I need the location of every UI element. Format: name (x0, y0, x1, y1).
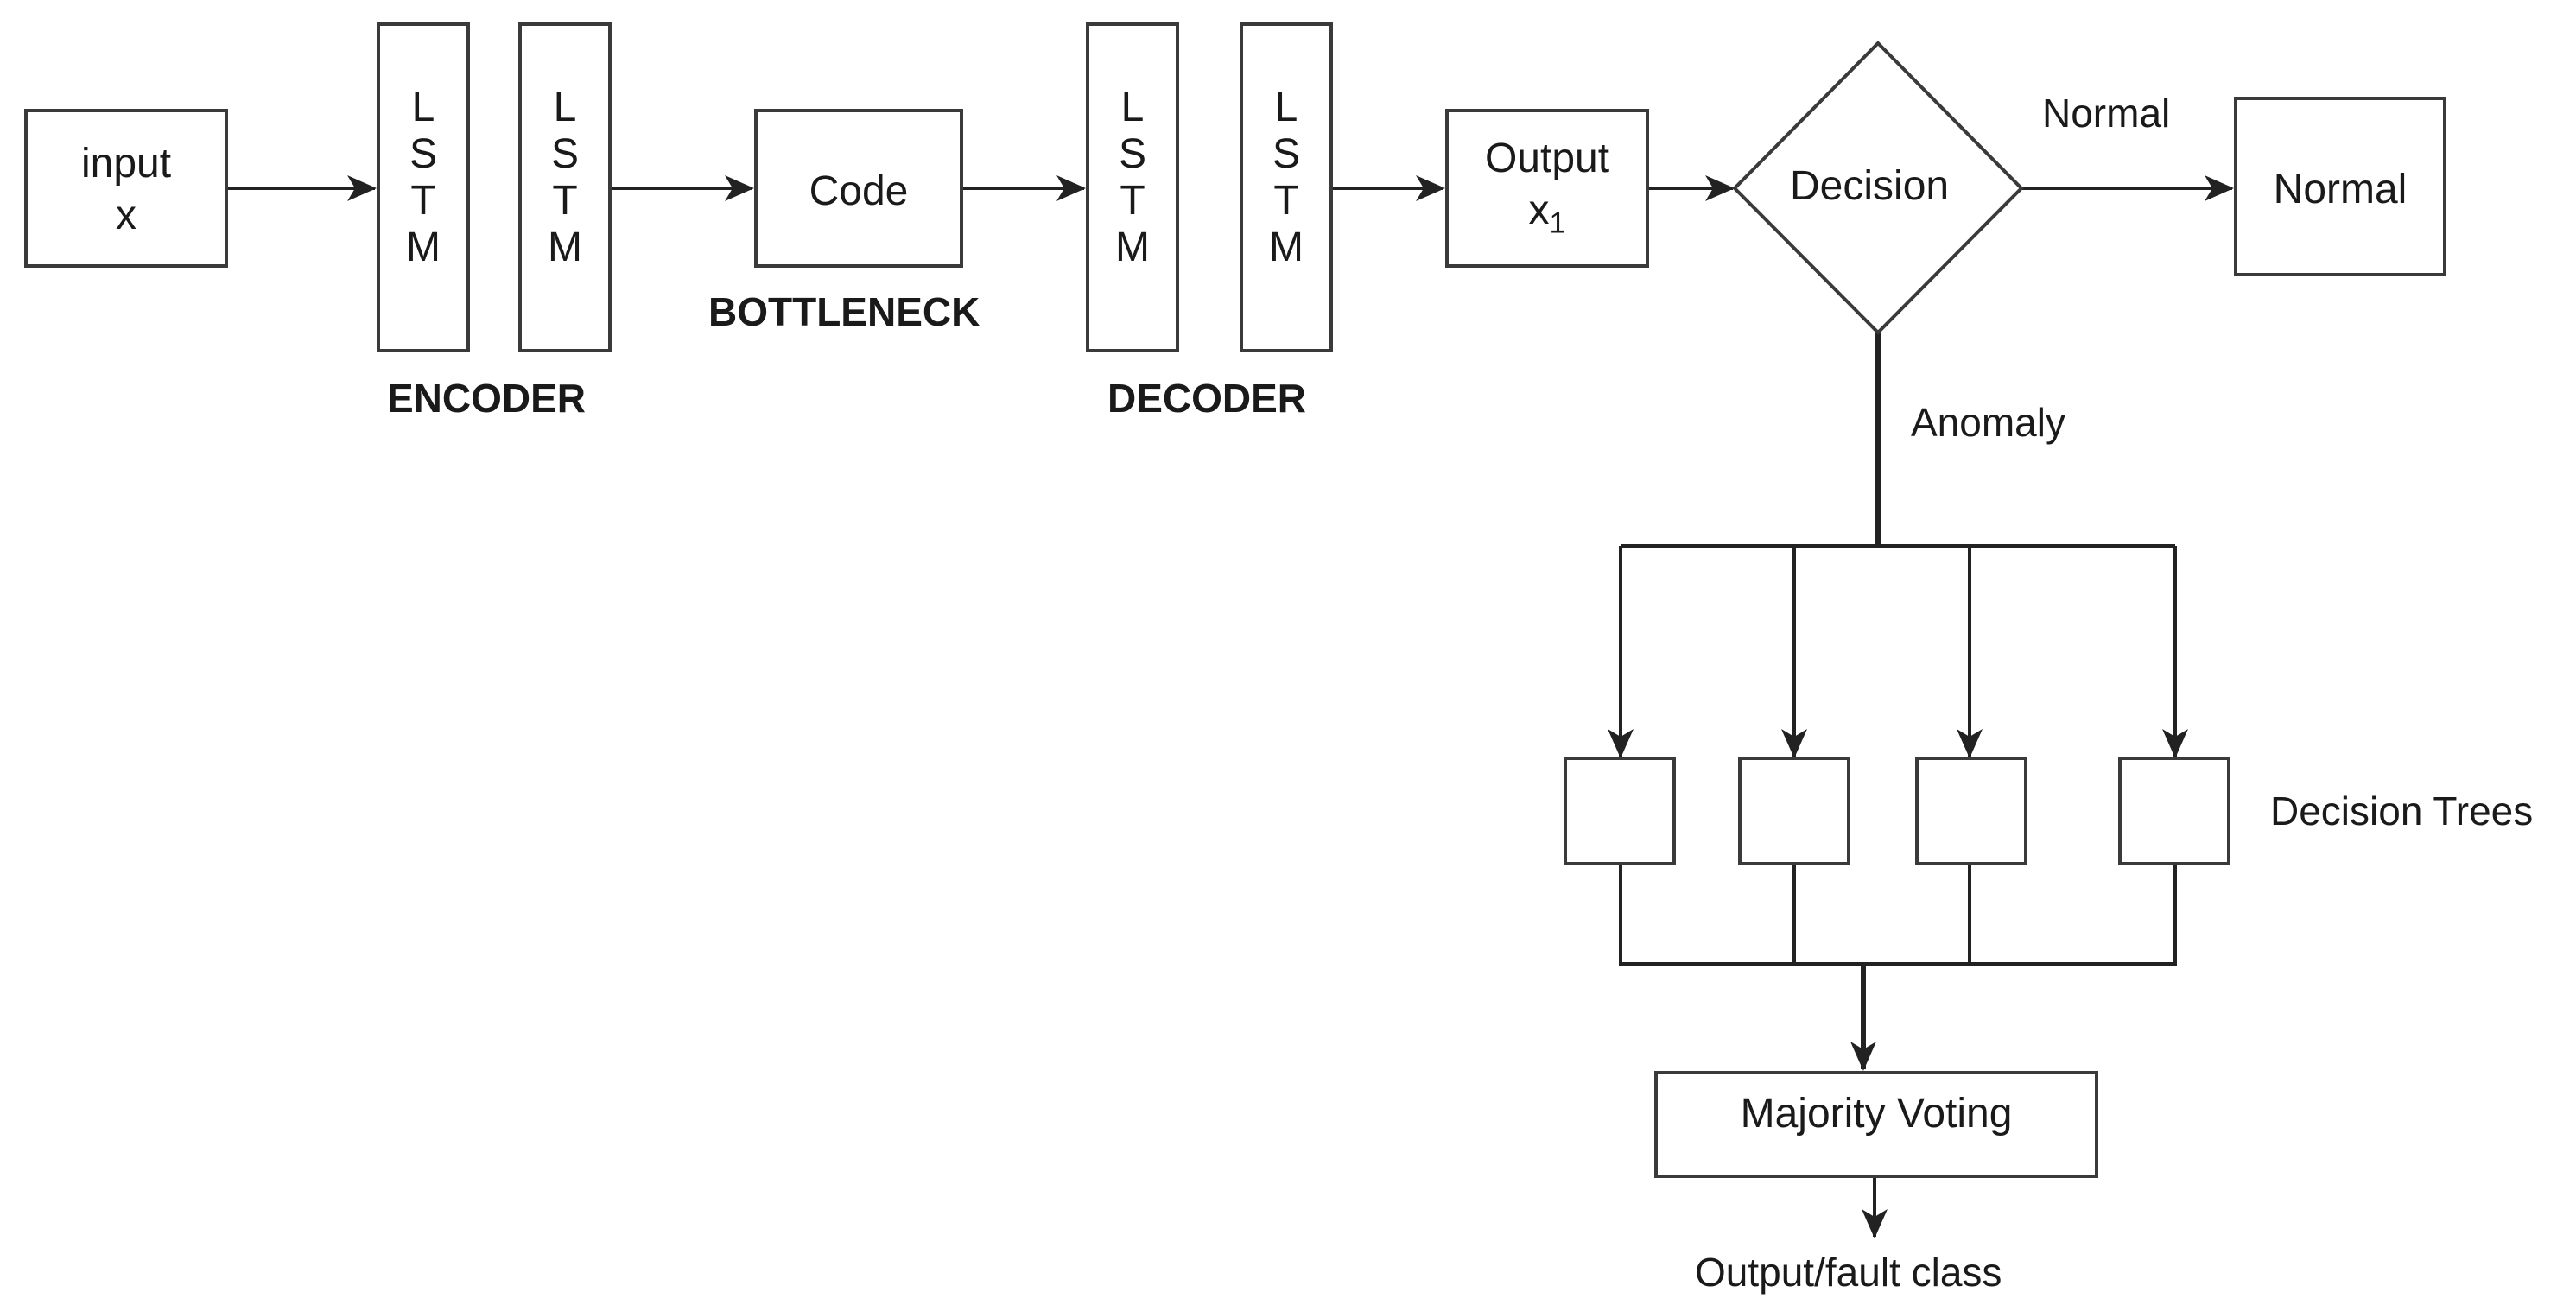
lstm-letter: M (1115, 225, 1150, 270)
lstm-letter: M (406, 225, 441, 270)
output-box: Output x1 (1445, 109, 1649, 268)
lstm-letter: T (1120, 178, 1145, 224)
decision-label: Decision (1790, 163, 1950, 209)
lstm-letter: S (550, 131, 579, 177)
lstm-letter: S (1118, 131, 1146, 177)
final-output-label: Output/fault class (1695, 1250, 2002, 1295)
normal-box: Normal (2234, 97, 2446, 276)
input-box-line1: input (80, 141, 172, 187)
normal-box-label: Normal (2273, 167, 2408, 212)
lstm-letter: T (1273, 178, 1299, 224)
lstm-letter: M (1269, 225, 1304, 270)
lstm-letter: L (1274, 85, 1298, 130)
decision-tree-box (1564, 757, 1676, 865)
decoder-label: DECODER (1107, 376, 1307, 421)
lstm-letter: L (1120, 85, 1145, 130)
lstm-letter: L (411, 85, 435, 130)
normal-edge-label: Normal (2042, 91, 2171, 136)
code-box: Code (754, 109, 963, 268)
encoder-label: ENCODER (387, 376, 587, 421)
decoder-lstm-1: L S T M (1086, 22, 1179, 352)
decision-tree-box (1915, 757, 2027, 865)
decision-trees-label: Decision Trees (2270, 788, 2534, 833)
output-box-line1: Output (1484, 136, 1610, 181)
lstm-letter: T (410, 178, 436, 224)
anomaly-edge-label: Anomaly (1911, 400, 2065, 445)
lstm-letter: S (409, 131, 437, 177)
decision-tree-box (1738, 757, 1850, 865)
lstm-letter: L (553, 85, 577, 130)
output-box-subscript: 1 (1549, 206, 1566, 240)
tree-collect-line (1619, 864, 2177, 966)
lstm-letter: S (1272, 131, 1300, 177)
majority-voting-box: Majority Voting (1654, 1071, 2098, 1178)
lstm-letter: T (552, 178, 578, 224)
decision-tree-box (2118, 757, 2230, 865)
input-box-line2: x (116, 193, 136, 238)
majority-voting-label: Majority Voting (1740, 1091, 2013, 1137)
encoder-lstm-1: L S T M (377, 22, 470, 352)
output-box-symbol: x (1528, 187, 1550, 233)
encoder-lstm-2: L S T M (518, 22, 612, 352)
bottleneck-label: BOTTLENECK (708, 289, 980, 334)
input-box: input x (24, 109, 228, 268)
code-box-label: Code (809, 168, 909, 214)
decoder-lstm-2: L S T M (1240, 22, 1333, 352)
lstm-letter: M (548, 225, 582, 270)
decision-diamond (1732, 41, 2024, 335)
